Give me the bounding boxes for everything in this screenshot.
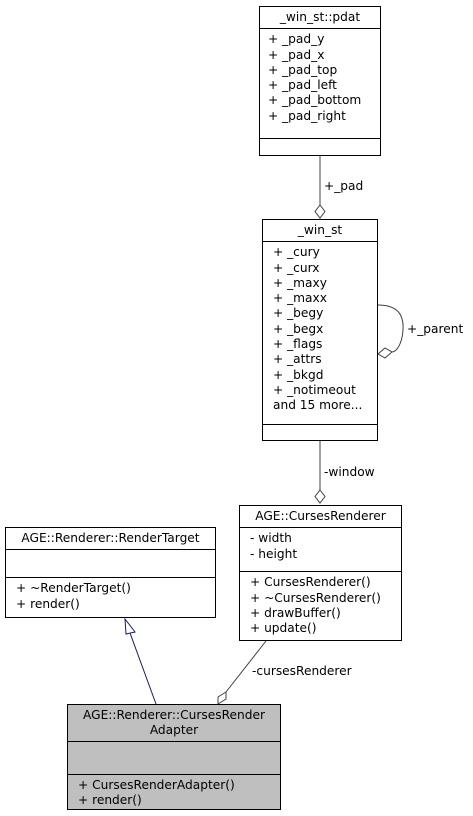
- method: + CursesRenderAdapter(): [78, 778, 235, 792]
- attribute-more[interactable]: and 15 more...: [273, 398, 363, 413]
- class-pdat-methods: [260, 138, 380, 166]
- edge-curses-renderer: [225, 640, 267, 693]
- edge-curses-renderer-diamond: [217, 691, 227, 705]
- attribute: + _pad_top: [268, 62, 338, 77]
- class-curses-renderer-methods: + CursesRenderer() + ~CursesRenderer() +…: [240, 571, 401, 639]
- method: + CursesRenderer(): [250, 575, 371, 590]
- attribute: - width: [250, 531, 292, 546]
- class-render-target[interactable]: AGE::Renderer::RenderTarget + ~RenderTar…: [5, 527, 216, 618]
- attribute: + _begy: [273, 306, 324, 321]
- class-pdat-attributes: + _pad_y + _pad_x + _pad_top + _pad_left…: [260, 28, 380, 138]
- class-adapter-title-line1: AGE::Renderer::CursesRender: [83, 708, 265, 722]
- class-curses-renderer-title: AGE::CursesRenderer: [255, 509, 386, 523]
- edge-inheritance-arrowhead: [124, 617, 136, 635]
- edge-window-diamond: [314, 489, 326, 504]
- class-win-st[interactable]: _win_st + _cury + _curx + _maxy + _maxx …: [262, 219, 378, 441]
- edge-label-curses-renderer: -cursesRenderer: [252, 664, 352, 678]
- edge-label-window: -window: [324, 465, 375, 479]
- class-render-target-attributes: [6, 549, 215, 577]
- method: + drawBuffer(): [250, 605, 341, 620]
- class-adapter-methods: + CursesRenderAdapter() + render(): [68, 774, 280, 812]
- edge-inheritance: [129, 632, 157, 705]
- edge-pad-diamond: [314, 204, 326, 219]
- class-curses-render-adapter[interactable]: AGE::Renderer::CursesRender Adapter + Cu…: [67, 704, 281, 810]
- edge-label-parent: +_parent: [407, 322, 464, 336]
- method: + render(): [78, 793, 142, 808]
- class-adapter-title: AGE::Renderer::CursesRender Adapter: [68, 705, 280, 741]
- attribute: + _pad_right: [268, 108, 346, 123]
- attribute: + _bkgd: [273, 367, 324, 382]
- class-win-st-attributes: + _cury + _curx + _maxy + _maxx + _begy …: [263, 241, 377, 424]
- method: + update(): [250, 621, 317, 636]
- attribute: + _pad_left: [268, 78, 337, 93]
- attribute: + _curx: [273, 260, 320, 275]
- class-pdat[interactable]: _win_st::pdat + _pad_y + _pad_x + _pad_t…: [259, 6, 381, 156]
- attribute: + _pad_y: [268, 32, 325, 47]
- attribute: + _pad_bottom: [268, 93, 362, 108]
- attribute: + _notimeout: [273, 382, 356, 397]
- attribute: + _cury: [273, 245, 320, 260]
- method: + ~CursesRenderer(): [250, 590, 381, 605]
- attribute: + _maxx: [273, 291, 327, 306]
- attribute: + _flags: [273, 337, 323, 352]
- edge-parent-diamond: [377, 347, 393, 359]
- class-pdat-title: _win_st::pdat: [279, 10, 361, 24]
- class-curses-renderer-attributes: - width - height: [240, 527, 401, 571]
- attribute: + _pad_x: [268, 47, 325, 62]
- class-render-target-methods: + ~RenderTarget() + render(): [6, 577, 215, 615]
- attribute: + _begx: [273, 321, 324, 336]
- edge-label-pad: +_pad: [324, 179, 364, 193]
- edge-parent: [377, 304, 404, 353]
- class-render-target-title: AGE::Renderer::RenderTarget: [21, 531, 200, 545]
- class-curses-renderer[interactable]: AGE::CursesRenderer - width - height + C…: [239, 505, 402, 641]
- method: + render(): [16, 596, 80, 611]
- method: + ~RenderTarget(): [16, 581, 131, 596]
- class-win-st-methods: [263, 424, 377, 452]
- attribute: - height: [250, 546, 298, 561]
- class-adapter-attributes: [68, 741, 280, 774]
- attribute: + _maxy: [273, 275, 327, 290]
- attribute: + _attrs: [273, 352, 322, 367]
- class-adapter-title-line2: Adapter: [149, 723, 199, 737]
- class-win-st-title: _win_st: [297, 223, 343, 237]
